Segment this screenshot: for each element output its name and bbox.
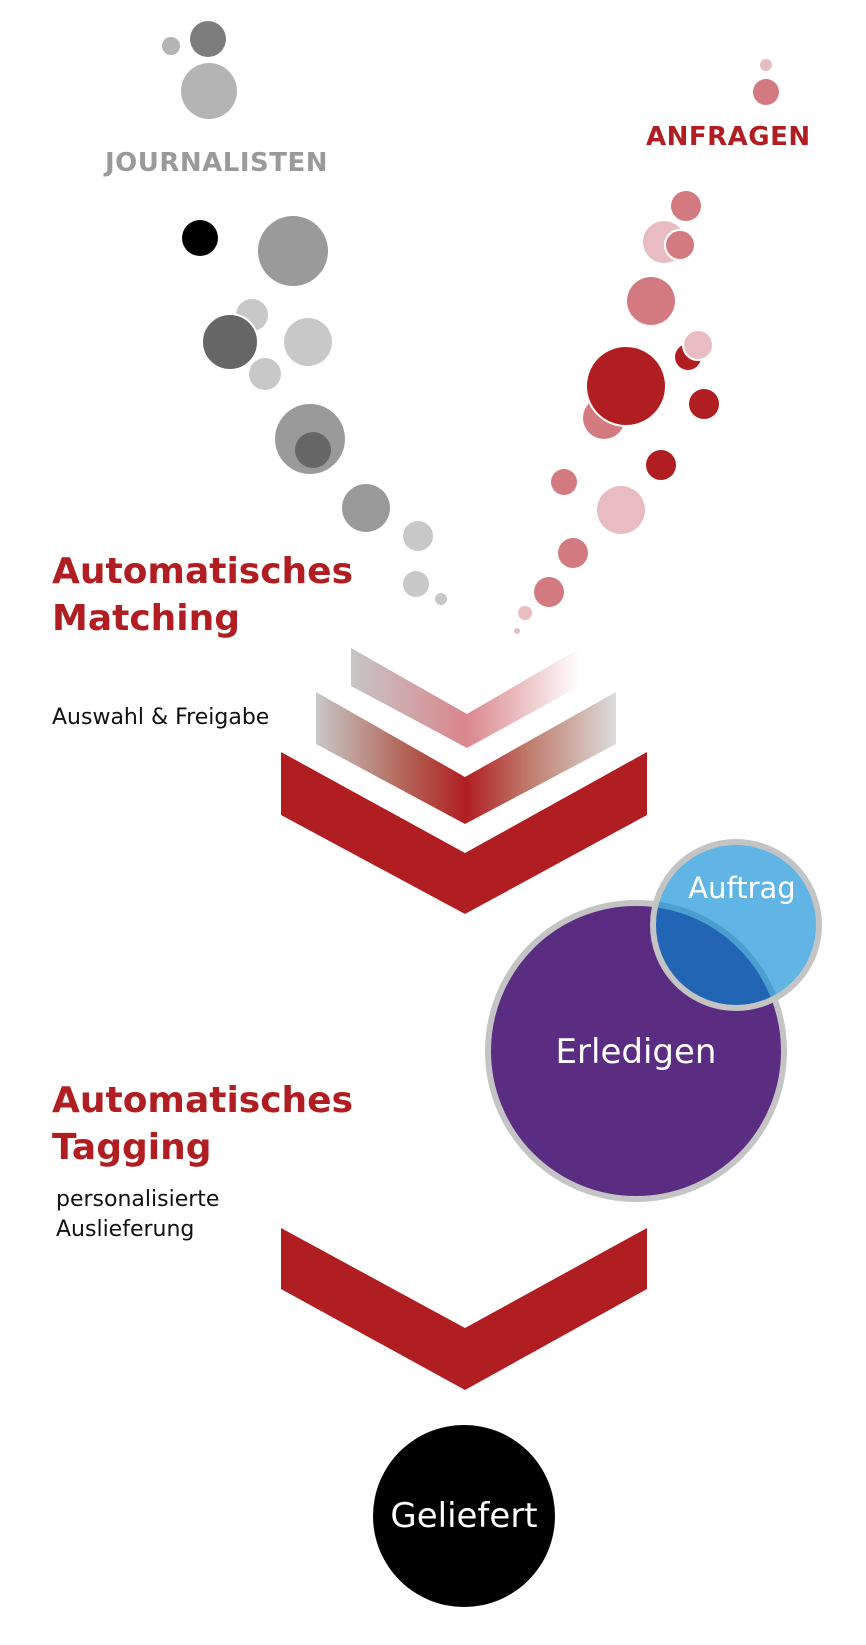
request-bubble [671,191,701,221]
request-bubble [646,450,676,480]
journalist-bubble [435,593,447,605]
request-bubble [682,329,714,361]
journalist-bubble [181,63,237,119]
delivered-label: Geliefert [390,1496,538,1536]
request-bubble [518,606,532,620]
journalist-bubble [249,358,281,390]
request-bubble [664,229,696,261]
order-label: Auftrag [688,871,796,905]
journalist-bubble [284,318,332,366]
request-bubble [551,469,577,495]
journalists-label: JOURNALISTEN [105,148,329,178]
tagging-title-line2: Tagging [52,1127,212,1168]
journalist-bubble [258,216,328,286]
request-bubble [760,59,772,71]
journalist-bubble [342,484,390,532]
request-bubble [585,345,667,427]
request-bubble [514,628,520,634]
tagging-subtitle-line2: Auslieferung [56,1217,195,1242]
chevron-down-icon [281,1228,647,1390]
journalist-bubbles [162,21,447,605]
journalist-bubble [295,432,331,468]
request-bubble [558,538,588,568]
complete-label: Erledigen [555,1032,717,1072]
request-bubbles [514,59,779,634]
tagging-subtitle: personalisierte Auslieferung [56,1185,219,1245]
request-bubble [627,277,675,325]
matching-title: Automatisches Matching [52,548,353,642]
journalist-bubble [182,220,218,256]
journalist-bubble [403,571,429,597]
journalist-bubble [162,37,180,55]
request-bubble [753,79,779,105]
requests-label: ANFRAGEN [646,122,811,152]
order-circle [650,839,822,1011]
delivered-circle [373,1425,555,1607]
matching-funnel [281,648,647,914]
request-bubble [597,486,645,534]
journalist-bubble [403,521,433,551]
chevron-faded-top [351,648,580,748]
chevron-down-icon [281,752,647,914]
matching-title-line1: Automatisches [52,551,354,592]
tagging-title-line1: Automatisches [52,1080,354,1121]
matching-title-line2: Matching [52,598,241,639]
journalist-bubble [201,313,259,371]
chevron-faded-middle [316,692,616,824]
order-status-circles [485,839,822,1202]
journalist-bubble [190,21,226,57]
request-bubble [689,389,719,419]
tagging-title: Automatisches Tagging [52,1077,353,1171]
tagging-subtitle-line1: personalisierte [56,1187,220,1212]
request-bubble [534,577,564,607]
matching-subtitle: Auswahl & Freigabe [52,705,270,730]
